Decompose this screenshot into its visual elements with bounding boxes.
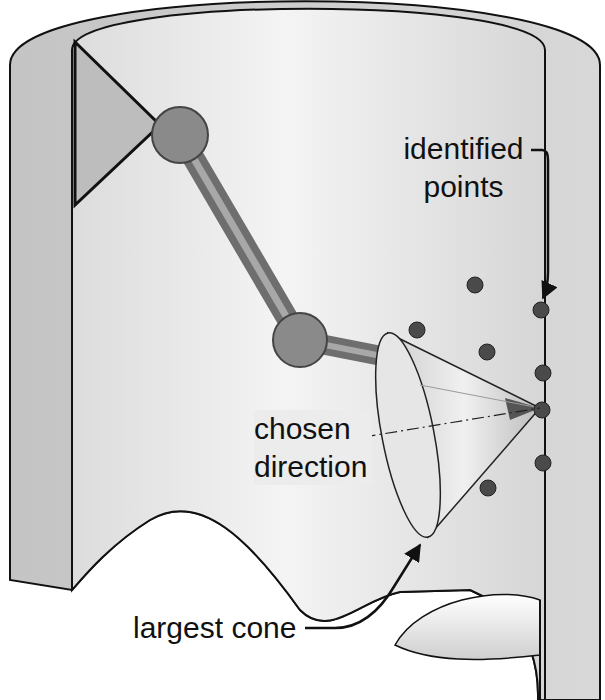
robot-base [75, 42, 160, 205]
robot-joint [273, 313, 327, 367]
pipe-opening [395, 594, 540, 659]
leader-arrow [531, 150, 548, 298]
cone-inner-line [420, 385, 540, 408]
robot-link-highlight [180, 135, 300, 340]
robot-joint [152, 107, 208, 163]
pipe-wall [10, 1, 600, 700]
label-box: largest cone [133, 609, 296, 647]
label-box: chosen direction [254, 410, 372, 485]
callout-label: largest cone [133, 609, 296, 647]
cone-base [363, 328, 454, 542]
wall-edge [539, 600, 541, 700]
callout-label: chosen direction [254, 410, 372, 485]
callout-label: identified points [396, 130, 531, 205]
identified-point [534, 402, 550, 418]
leader-arrow [305, 545, 420, 628]
robot-link [180, 135, 300, 340]
label-box: identified points [396, 130, 531, 205]
pipe-interior [72, 9, 545, 700]
